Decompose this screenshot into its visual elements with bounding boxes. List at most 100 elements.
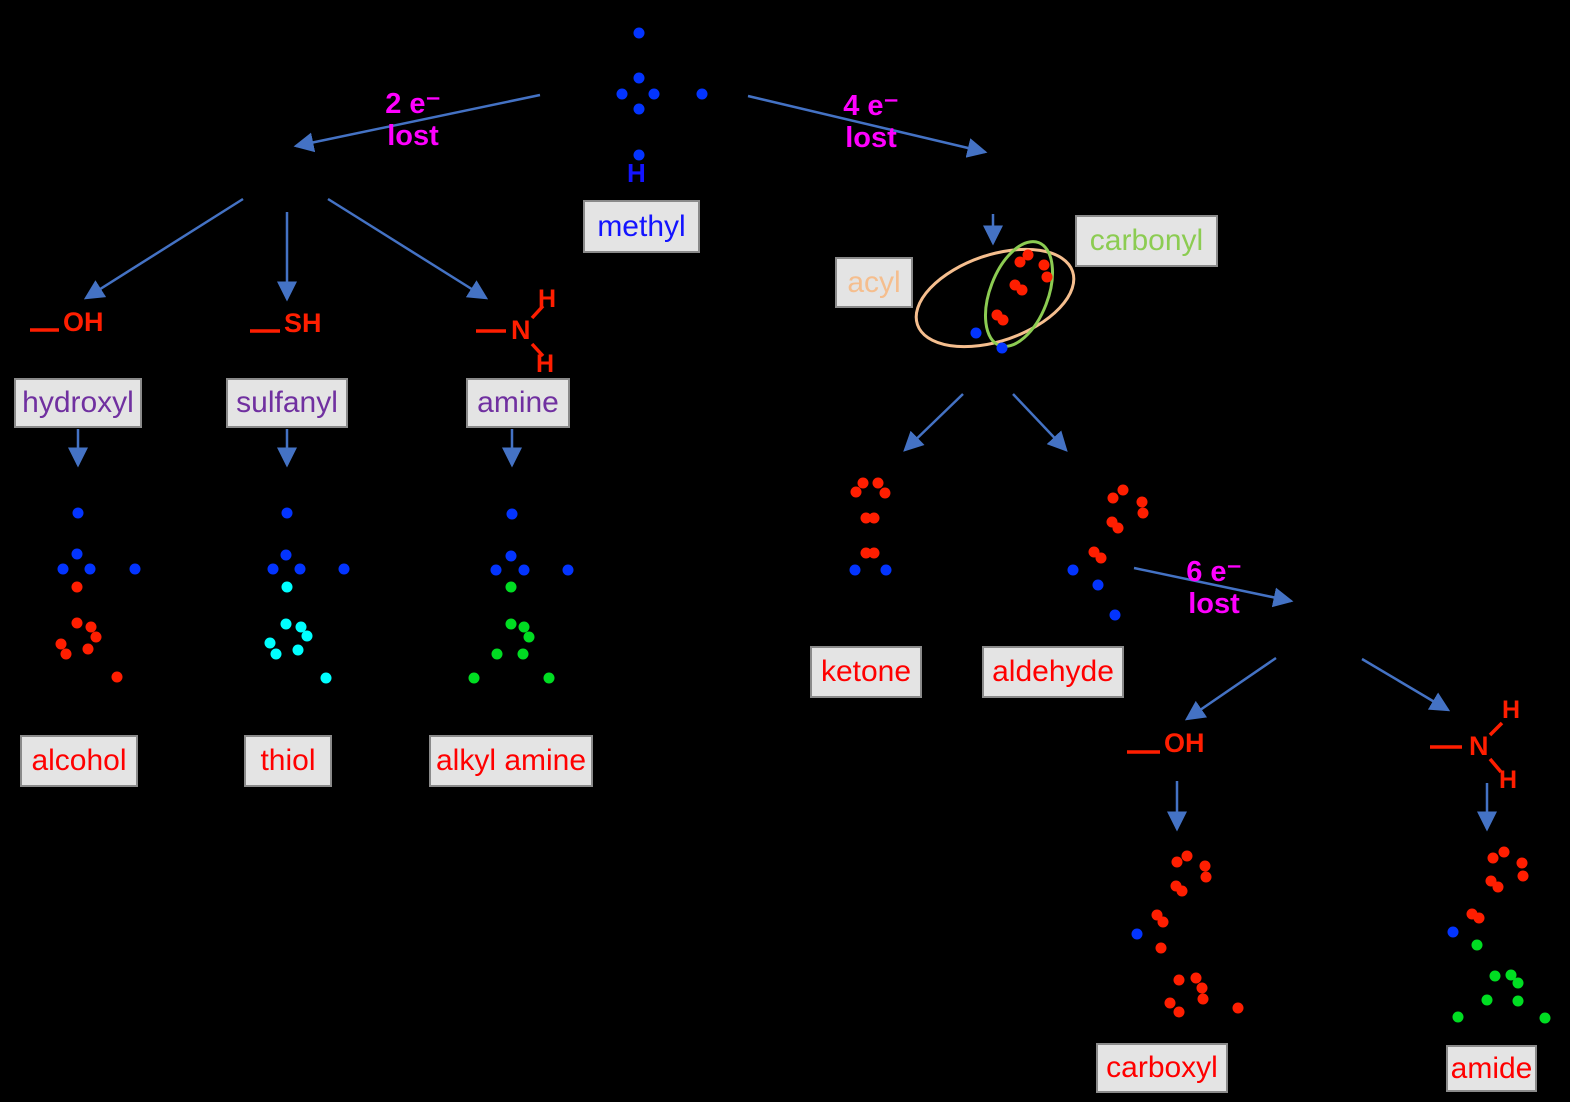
alcohol-structure-electron-dot <box>71 617 83 629</box>
carboxyl-structure-electron-dot <box>1164 997 1176 1009</box>
alcohol-structure-electron-dot <box>72 507 84 519</box>
amine-n-text: N <box>511 315 531 345</box>
label-sulfanyl: sulfanyl <box>226 378 348 428</box>
alkyl-amine-structure-electron-dot <box>517 648 529 660</box>
aldehyde-structure-electron-dot <box>1137 507 1149 519</box>
label-methyl: methyl <box>583 200 700 253</box>
thiol-structure-electron-dot <box>280 618 292 630</box>
thiol-structure-electron-dot <box>295 621 307 633</box>
acyl-structure-electron-dot <box>970 327 982 339</box>
carboxyl-structure-electron-dot <box>1171 856 1183 868</box>
annotation-6e-line2: lost <box>1188 588 1240 620</box>
bond-line <box>1488 757 1503 774</box>
aldehyde-structure-electron-dot <box>1117 484 1129 496</box>
acyl-structure-electron-dot <box>996 342 1008 354</box>
alcohol-structure-electron-dot <box>111 671 123 683</box>
amide-structure-electron-dot <box>1489 970 1501 982</box>
annotation-4e-line2: lost <box>845 122 897 154</box>
amide-structure-electron-dot <box>1473 912 1485 924</box>
label-acyl: acyl <box>835 257 913 308</box>
carboxyl-structure-electron-dot <box>1232 1002 1244 1014</box>
acyl-structure-electron-dot <box>997 314 1009 326</box>
label-hydroxyl: hydroxyl <box>14 378 142 428</box>
acyl-structure-electron-dot <box>1022 249 1034 261</box>
carboxyl-structure-electron-dot <box>1157 916 1169 928</box>
carboxyl-structure-electron-dot <box>1181 850 1193 862</box>
aldehyde-structure-electron-dot <box>1107 492 1119 504</box>
alkyl-amine-structure-electron-dot <box>523 631 535 643</box>
annotation-4e-lost: 4 e⁻ lost <box>826 90 916 154</box>
ketone-structure-electron-dot <box>860 547 872 559</box>
annotation-4e-line1: 4 e⁻ <box>843 90 899 122</box>
amide-structure-electron-dot <box>1505 969 1517 981</box>
alcohol-structure-electron-dot <box>71 581 83 593</box>
amide-structure-electron-dot <box>1539 1012 1551 1024</box>
aldehyde-structure-electron-dot <box>1112 522 1124 534</box>
label-thiol: thiol <box>244 735 332 787</box>
alcohol-structure-electron-dot <box>55 638 67 650</box>
thiol-structure-electron-dot <box>301 630 313 642</box>
alcohol-structure-electron-dot <box>60 648 72 660</box>
annotation-2e-line1: 2 e⁻ <box>385 88 441 120</box>
thiol-structure-electron-dot <box>264 637 276 649</box>
flow-arrow <box>1184 656 1277 721</box>
alkyl-amine-structure-electron-dot <box>518 564 530 576</box>
ketone-structure-electron-dot <box>868 512 880 524</box>
carboxyl-structure-electron-dot <box>1173 1006 1185 1018</box>
alcohol-structure-electron-dot <box>85 621 97 633</box>
flow-arrow <box>83 197 244 300</box>
bond-line <box>1488 721 1504 737</box>
alkyl-amine-structure-electron-dot <box>518 621 530 633</box>
thiol-structure-electron-dot <box>320 672 332 684</box>
label-amine: amine <box>466 378 570 428</box>
ketone-structure-electron-dot <box>849 564 861 576</box>
carboxyl-structure-electron-dot <box>1199 860 1211 872</box>
ketone-structure-electron-dot <box>857 477 869 489</box>
methyl-structure-electron-dot <box>633 149 645 161</box>
label-carbonyl: carbonyl <box>1075 215 1218 267</box>
alkyl-amine-structure-electron-dot <box>505 618 517 630</box>
ketone-structure-electron-dot <box>850 486 862 498</box>
methyl-structure-electron-dot <box>696 88 708 100</box>
flow-arrow <box>1133 566 1294 608</box>
amide-structure-electron-dot <box>1492 881 1504 893</box>
thiol-structure-electron-dot <box>292 644 304 656</box>
amide-structure-electron-dot <box>1487 852 1499 864</box>
annotation-2e-line2: lost <box>387 120 439 152</box>
thiol-structure-electron-dot <box>338 563 350 575</box>
methyl-h-text: H <box>627 158 646 188</box>
thiol-structure-electron-dot <box>281 581 293 593</box>
methyl-structure-electron-dot <box>633 27 645 39</box>
amide-structure-electron-dot <box>1512 995 1524 1007</box>
alcohol-structure-electron-dot <box>82 643 94 655</box>
alkyl-amine-structure-electron-dot <box>505 550 517 562</box>
amide-structure-electron-dot <box>1517 870 1529 882</box>
alcohol-structure-electron-dot <box>129 563 141 575</box>
carboxyl-structure-electron-dot <box>1196 982 1208 994</box>
aldehyde-structure-electron-dot <box>1136 496 1148 508</box>
carboxyl-structure-electron-dot <box>1176 885 1188 897</box>
amide-n-text: N <box>1469 731 1489 761</box>
alkyl-amine-structure-electron-dot <box>491 648 503 660</box>
hydroxyl-oh-text: OH <box>63 307 104 337</box>
carboxyl-structure-electron-dot <box>1131 928 1143 940</box>
aldehyde-structure-electron-dot <box>1092 579 1104 591</box>
amide-structure-electron-dot <box>1498 846 1510 858</box>
amide-structure-electron-dot <box>1512 977 1524 989</box>
ketone-structure-electron-dot <box>880 564 892 576</box>
ketone-structure-electron-dot <box>879 487 891 499</box>
carboxyl-structure-electron-dot <box>1155 942 1167 954</box>
aldehyde-structure-electron-dot <box>1095 552 1107 564</box>
sulfanyl-sh-text: SH <box>284 308 322 338</box>
carboxyl-structure-electron-dot <box>1197 993 1209 1005</box>
amine-h-top-text: H <box>538 285 557 313</box>
thiol-structure-electron-dot <box>281 507 293 519</box>
label-alcohol: alcohol <box>20 735 138 787</box>
label-amide: amide <box>1446 1045 1537 1092</box>
methyl-structure-electron-dot <box>616 88 628 100</box>
flow-arrow <box>747 94 988 158</box>
methyl-structure-electron-dot <box>633 72 645 84</box>
acyl-structure-electron-dot <box>1016 284 1028 296</box>
